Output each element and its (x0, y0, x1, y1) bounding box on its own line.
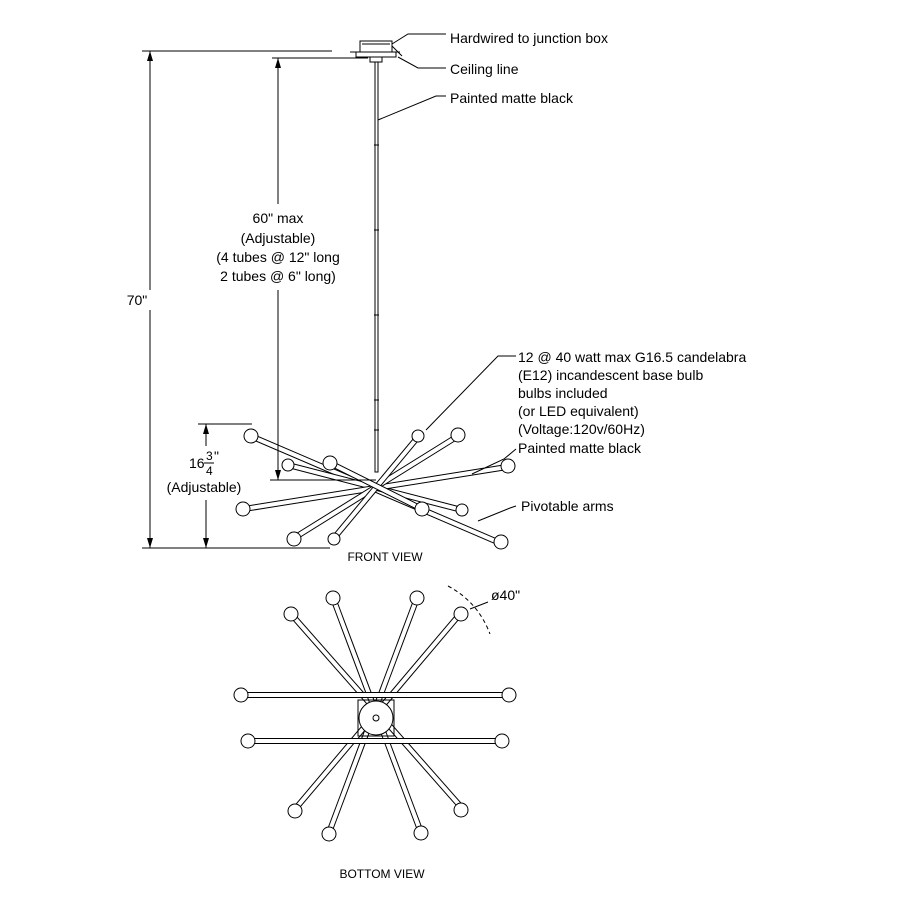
stem-length-dimension (270, 57, 376, 481)
bulb (493, 534, 509, 550)
callout-bulb-line-4: (or LED equivalent) (518, 403, 639, 419)
bulb (453, 802, 469, 818)
body-height-note: (Adjustable) (167, 479, 242, 495)
dimension-stem-line-3: (4 tubes @ 12" long (216, 249, 339, 265)
callout-ceiling-line: Ceiling line (450, 61, 519, 77)
dimension-overall-height: 70" (127, 292, 148, 308)
bulb (455, 503, 469, 517)
bulb (283, 606, 299, 622)
leader-arm-finish (471, 448, 517, 475)
stem (374, 61, 379, 473)
bulb (321, 826, 337, 842)
bulb (325, 590, 341, 606)
front-view-caption: FRONT VIEW (347, 550, 423, 564)
callout-junction-box: Hardwired to junction box (450, 30, 608, 46)
bulb (409, 590, 425, 606)
bottom-view (233, 585, 517, 842)
callout-stem-finish: Painted matte black (450, 90, 574, 106)
callout-bulb-line-3: bulbs included (518, 385, 608, 401)
dimension-stem-line-2: (Adjustable) (241, 230, 316, 246)
body-height-numerator: 3 (206, 449, 213, 463)
dimension-stem-line-1: 60" max (253, 210, 304, 226)
bulb (322, 455, 338, 471)
bulb (413, 825, 429, 841)
dimension-diameter: ø40" (491, 587, 520, 603)
bulb (501, 687, 517, 703)
leader-bulb-spec (425, 355, 516, 431)
bulb (494, 733, 510, 749)
bulb (235, 501, 251, 517)
overall-height-dimension (142, 50, 332, 549)
bottom-bulbs (233, 590, 517, 842)
leader-ceiling (397, 56, 446, 69)
dimension-stem-line-4: 2 tubes @ 6" long) (220, 268, 336, 284)
bulb (287, 803, 303, 819)
bottom-canopy (357, 699, 395, 737)
body-height-dimension (198, 423, 252, 548)
bulb (414, 501, 430, 517)
bulb (240, 733, 256, 749)
leader-stem-finish (377, 95, 446, 121)
front-bulbs (235, 427, 516, 550)
bulb (243, 428, 259, 444)
bulb (327, 532, 341, 546)
bulb (281, 458, 295, 472)
body-height-denominator: 4 (206, 464, 213, 478)
canopy (350, 40, 400, 63)
bottom-view-caption: BOTTOM VIEW (339, 867, 425, 881)
leader-junction (391, 33, 446, 45)
callout-arm-finish: Painted matte black (518, 440, 642, 456)
bulb (233, 687, 249, 703)
leader-arms (477, 505, 517, 522)
bulb (286, 531, 302, 547)
leader-lines (377, 33, 517, 522)
front-view (142, 33, 517, 550)
body-height-inch-mark: " (214, 448, 219, 464)
bulb (453, 606, 469, 622)
bulb (450, 427, 466, 443)
body-height-whole: 16 (189, 455, 205, 471)
bulb (411, 429, 425, 443)
front-arm (328, 460, 424, 512)
front-arms (243, 433, 508, 546)
callout-bulb-line-2: (E12) incandescent base bulb (518, 367, 703, 383)
bulb (500, 458, 516, 474)
callout-bulb-line-1: 12 @ 40 watt max G16.5 candelabra (518, 349, 746, 365)
diameter-arc (447, 585, 491, 635)
dimension-body-height: 16 3 4 " (Adjustable) (167, 448, 242, 495)
callout-pivotable-arms: Pivotable arms (521, 498, 614, 514)
callout-bulb-line-5: (Voltage:120v/60Hz) (518, 421, 645, 437)
